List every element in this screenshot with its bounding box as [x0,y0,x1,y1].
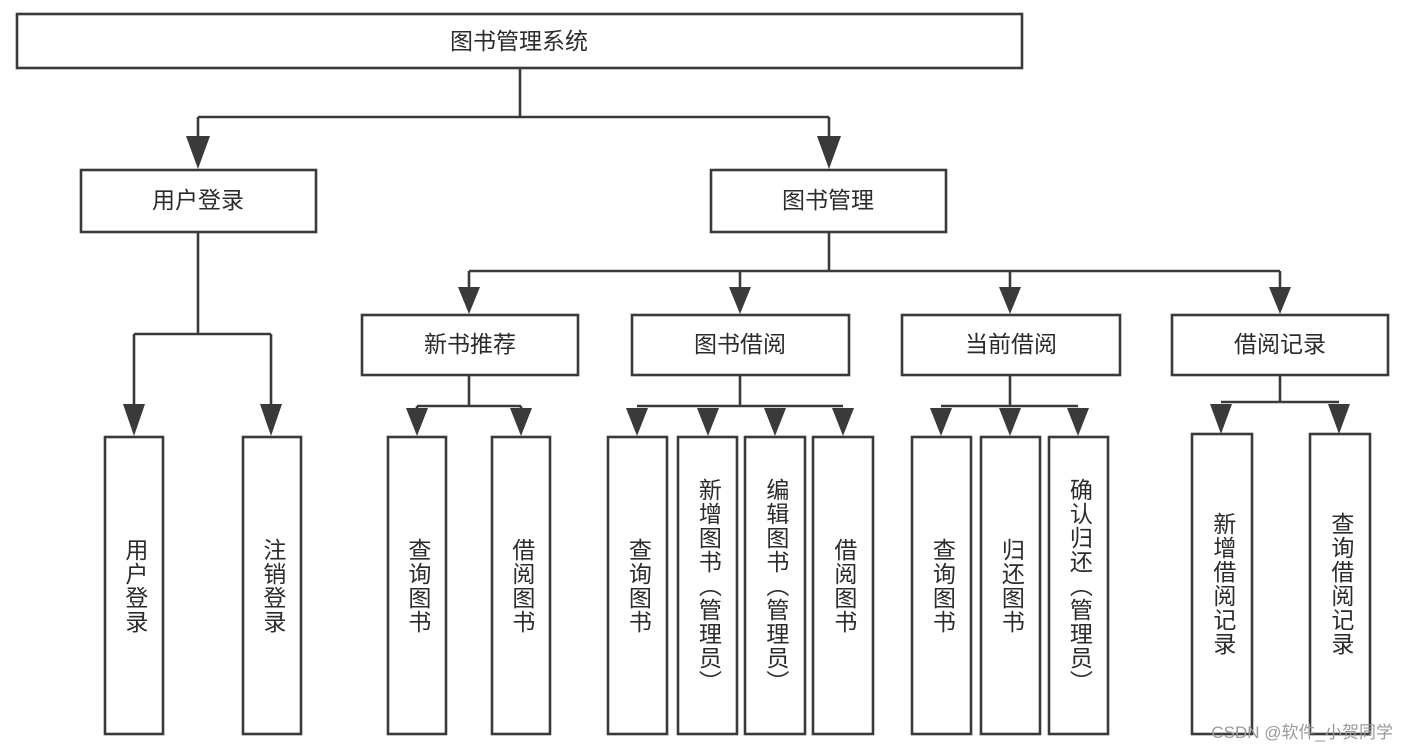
leaf-borrow-record-1[interactable] [1190,432,1254,736]
arrowhead-currentborrow-leaf-1 [930,408,952,436]
node-current-borrow-label: 当前借阅 [965,331,1057,357]
node-borrow-record[interactable] [1170,313,1390,377]
node-book-borrow-label: 图书借阅 [694,331,786,357]
arrowhead-newbook-leaf-1 [406,408,428,436]
node-current-borrow[interactable] [900,313,1122,377]
connector-group-book-borrow [626,375,854,436]
leaf-book-borrow-4[interactable] [811,435,875,736]
leaf-user-login-1[interactable] [103,435,165,736]
leaf-user-login-2[interactable] [241,435,303,736]
connector-group-current-borrow [930,375,1089,436]
csdn-watermark: CSDN @软件_小贺同学 [1211,723,1393,742]
leaf-book-borrow-3[interactable] [743,435,807,736]
arrowhead-currentborrow-leaf-3 [1067,408,1089,436]
node-book-borrow[interactable] [630,313,851,377]
connector-group-borrow-record [1210,375,1350,434]
node-new-book-recommend[interactable] [360,313,580,377]
node-book-management[interactable] [709,168,948,234]
node-root-book-management-system[interactable] [15,12,1024,70]
leaf-book-borrow-1[interactable] [606,435,669,736]
node-new-book-recommend-label: 新书推荐 [424,331,516,357]
arrowhead-login-leaf-1 [123,404,145,436]
arrowhead-bookmgmt-child-1 [458,287,480,314]
arrowhead-borrowrecord-leaf-2 [1328,404,1350,434]
arrowhead-currentborrow-leaf-2 [999,408,1021,436]
leaf-book-borrow-2[interactable] [676,435,739,736]
node-root-label: 图书管理系统 [450,28,588,54]
arrowhead-newbook-leaf-2 [510,408,532,436]
arrowhead-borrowrecord-leaf-1 [1210,404,1232,434]
leaf-current-borrow-3[interactable] [1047,435,1110,736]
leaf-new-book-2[interactable] [490,435,552,736]
leaf-current-borrow-2[interactable] [979,435,1042,736]
arrowhead-root-to-login [186,136,210,169]
connector-group-new-book [406,375,532,436]
node-borrow-record-label: 借阅记录 [1234,331,1326,357]
leaf-current-borrow-1[interactable] [910,435,973,736]
arrowhead-bookborrow-leaf-4 [832,408,854,436]
arrowhead-root-to-bookmgmt [817,136,841,169]
arrowhead-bookmgmt-child-4 [1269,287,1291,314]
arrowhead-login-leaf-2 [260,404,282,436]
connector-group-root [186,68,841,169]
leaf-borrow-record-2[interactable] [1308,432,1372,736]
arrowhead-bookmgmt-child-3 [999,287,1021,314]
node-user-login-label: 用户登录 [152,187,244,213]
node-book-management-label: 图书管理 [782,187,874,213]
node-user-login[interactable] [79,168,318,234]
arrowhead-bookborrow-leaf-3 [764,408,786,436]
connector-group-book-management [458,232,1291,314]
connector-group-user-login [123,232,282,436]
arrowhead-bookmgmt-child-2 [729,287,751,314]
leaf-new-book-1[interactable] [386,435,448,736]
arrowhead-bookborrow-leaf-2 [697,408,719,436]
arrowhead-bookborrow-leaf-1 [626,408,648,436]
